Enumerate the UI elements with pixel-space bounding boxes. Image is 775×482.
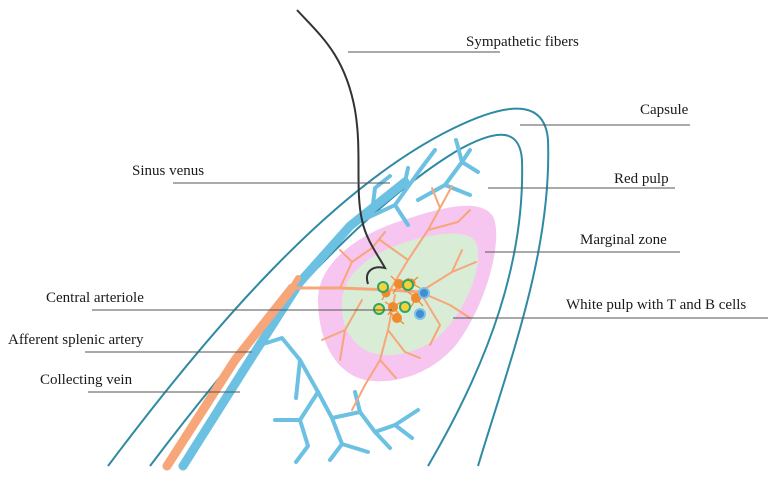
label-sinus-venus: Sinus venus: [132, 163, 204, 179]
venous-system: [178, 138, 480, 471]
b-cell: [399, 301, 411, 313]
b-cell: [402, 279, 414, 291]
lymphocyte-cluster: [373, 275, 430, 325]
arteriole-branches: [321, 185, 477, 411]
label-white-pulp: White pulp with T and B cells: [566, 297, 746, 313]
b-cell: [414, 308, 426, 320]
sympathetic-fiber: [296, 9, 387, 285]
sinus-venus: [258, 138, 480, 464]
afferent-splenic-artery: [162, 283, 297, 471]
leader-lines: [85, 51, 768, 393]
artery-stub: [289, 275, 301, 291]
label-red-pulp: Red pulp: [614, 171, 669, 187]
label-capsule: Capsule: [640, 102, 689, 118]
t-cell: [389, 312, 405, 325]
t-cell: [390, 275, 410, 295]
central-arteriole: [290, 286, 422, 294]
label-marginal-zone: Marginal zone: [580, 232, 667, 248]
label-collecting-vein: Collecting vein: [40, 372, 133, 388]
white-pulp: [341, 233, 479, 356]
b-cell: [373, 303, 385, 315]
labels: Sympathetic fibers Capsule Sinus venus R…: [8, 34, 746, 388]
b-cell: [418, 287, 430, 299]
label-afferent-artery: Afferent splenic artery: [8, 332, 144, 348]
label-central-arteriole: Central arteriole: [46, 290, 144, 306]
t-cell: [407, 291, 426, 308]
arterial-system: [162, 185, 477, 471]
collecting-vein: [178, 177, 410, 471]
t-cell: [384, 301, 402, 316]
label-sympathetic-fibers: Sympathetic fibers: [466, 34, 579, 50]
b-cell: [377, 281, 389, 293]
